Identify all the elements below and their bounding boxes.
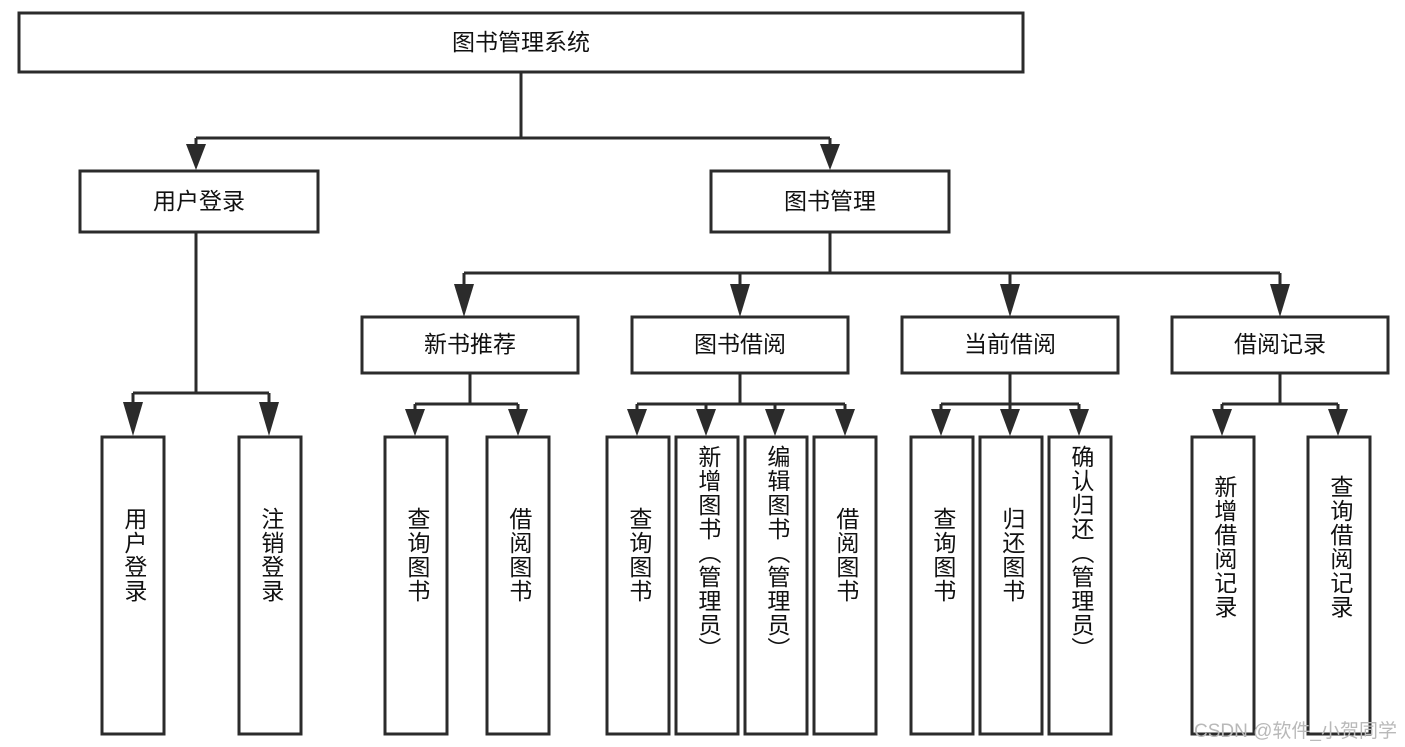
node-borrow-record-label: 借阅记录	[1234, 331, 1326, 357]
node-leaf-query-book-1-rect[interactable]	[383, 435, 449, 736]
node-book-borrow-label: 图书借阅	[694, 331, 786, 357]
arrowheads-layer	[123, 144, 1348, 436]
node-user-login-label: 用户登录	[153, 188, 245, 214]
csdn-watermark: CSDN @软件_小贺同学	[1194, 721, 1397, 742]
node-book-manage-label: 图书管理	[784, 188, 876, 214]
arrowhead-leaf-query-book-3	[931, 409, 951, 436]
node-leaf-edit-book-rect[interactable]	[743, 435, 809, 736]
arrowhead-leaf-return-book	[1000, 409, 1020, 436]
node-leaf-query-record-rect[interactable]	[1306, 435, 1372, 736]
node-book-borrow-rect[interactable]	[630, 315, 850, 375]
node-new-book-rec-rect[interactable]	[360, 315, 580, 375]
node-root[interactable]: 图书管理系统	[17, 11, 1025, 74]
arrowhead-current-borrow	[1000, 284, 1020, 317]
node-current-borrow-label: 当前借阅	[964, 331, 1056, 357]
node-leaf-add-record-rect[interactable]	[1190, 435, 1256, 736]
node-book-manage[interactable]: 图书管理	[709, 169, 951, 234]
node-leaf-return-book-rect[interactable]	[978, 435, 1044, 736]
node-leaf-borrow-book-2-rect[interactable]	[812, 435, 878, 736]
node-leaf-add-book-rect[interactable]	[674, 435, 740, 736]
leaves-layer	[100, 435, 1372, 736]
arrowhead-leaf-user-login	[123, 402, 143, 436]
arrowhead-user-login	[186, 144, 206, 170]
arrowhead-leaf-logout-login	[259, 402, 279, 436]
node-leaf-query-book-2-rect[interactable]	[605, 435, 671, 736]
node-root-rect[interactable]	[17, 11, 1025, 74]
arrowhead-leaf-query-book-1	[405, 409, 425, 436]
node-leaf-query-book-3-rect[interactable]	[909, 435, 975, 736]
node-current-borrow-rect[interactable]	[900, 315, 1120, 375]
node-leaf-user-login-rect[interactable]	[100, 435, 166, 736]
node-new-book-rec-label: 新书推荐	[424, 331, 516, 357]
arrowhead-leaf-confirm-return	[1069, 409, 1089, 436]
node-current-borrow[interactable]: 当前借阅	[900, 315, 1120, 375]
node-borrow-record[interactable]: 借阅记录	[1170, 315, 1390, 375]
arrowhead-book-borrow	[730, 284, 750, 317]
arrowhead-leaf-edit-book	[765, 409, 785, 436]
node-user-login-rect[interactable]	[78, 169, 320, 234]
nodes-layer: 图书管理系统 用户登录 图书管理 新书推荐 图书借阅	[17, 11, 1390, 736]
node-new-book-rec[interactable]: 新书推荐	[360, 315, 580, 375]
node-borrow-record-rect[interactable]	[1170, 315, 1390, 375]
arrowhead-leaf-borrow-book-1	[508, 409, 528, 436]
node-root-label: 图书管理系统	[452, 29, 590, 55]
node-leaf-logout-login-rect[interactable]	[237, 435, 303, 736]
arrowhead-book-manage	[820, 144, 840, 170]
arrowhead-leaf-borrow-book-2	[835, 409, 855, 436]
node-leaf-confirm-return-rect[interactable]	[1047, 435, 1113, 736]
arrowhead-newbook-rec	[454, 284, 474, 317]
arrowhead-leaf-query-book-2	[627, 409, 647, 436]
node-book-borrow[interactable]: 图书借阅	[630, 315, 850, 375]
arrowhead-leaf-query-record	[1328, 409, 1348, 436]
node-user-login[interactable]: 用户登录	[78, 169, 320, 234]
arrowhead-leaf-add-book	[696, 409, 716, 436]
arrowhead-leaf-add-record	[1212, 409, 1232, 436]
arrowhead-borrow-record	[1270, 284, 1290, 317]
node-book-manage-rect[interactable]	[709, 169, 951, 234]
node-leaf-borrow-book-1-rect[interactable]	[485, 435, 551, 736]
